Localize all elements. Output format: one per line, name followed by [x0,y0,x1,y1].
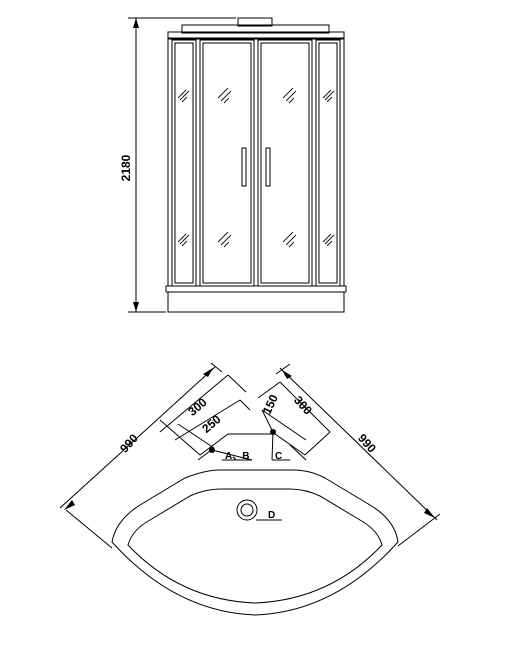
label-c: C [275,451,282,462]
drain-outer [236,499,258,521]
left-door-handle [241,147,247,187]
tray-outer-outline [111,469,399,616]
wall-outline [199,433,306,456]
left-width-dimension [59,362,223,549]
left-300-label: 300 [185,395,210,419]
left-side-panel [171,39,197,287]
roof-cap [237,17,273,27]
right-door-glass [260,42,310,284]
top-view: D A、B C [111,429,399,616]
right-width-dimension [275,363,441,547]
right-side-glass [318,42,338,284]
front-view [165,17,347,313]
tray-top [165,285,347,293]
left-door-glass [202,42,252,284]
roof-top [181,24,330,34]
left-offset-dimensions [159,374,251,456]
right-side-panel [315,39,341,287]
tray-base [167,291,345,313]
height-dim-label: 2180 [119,154,133,181]
label-ab: A、B [225,451,249,462]
roof-base [167,31,345,40]
label-d: D [268,510,275,521]
height-dimension [128,17,236,313]
right-door-handle [265,147,271,187]
left-side-glass [174,42,194,284]
tray-inner-basin [127,488,383,604]
right-150-label: 150 [260,392,281,416]
cabin-frame [167,37,345,287]
glass-reflections [177,87,335,248]
right-990-label: 990 [355,431,379,455]
left-250-label: 250 [199,412,224,436]
right-offset-dimensions [257,381,331,456]
drain-inner [240,503,254,517]
left-990-label: 990 [117,431,141,455]
